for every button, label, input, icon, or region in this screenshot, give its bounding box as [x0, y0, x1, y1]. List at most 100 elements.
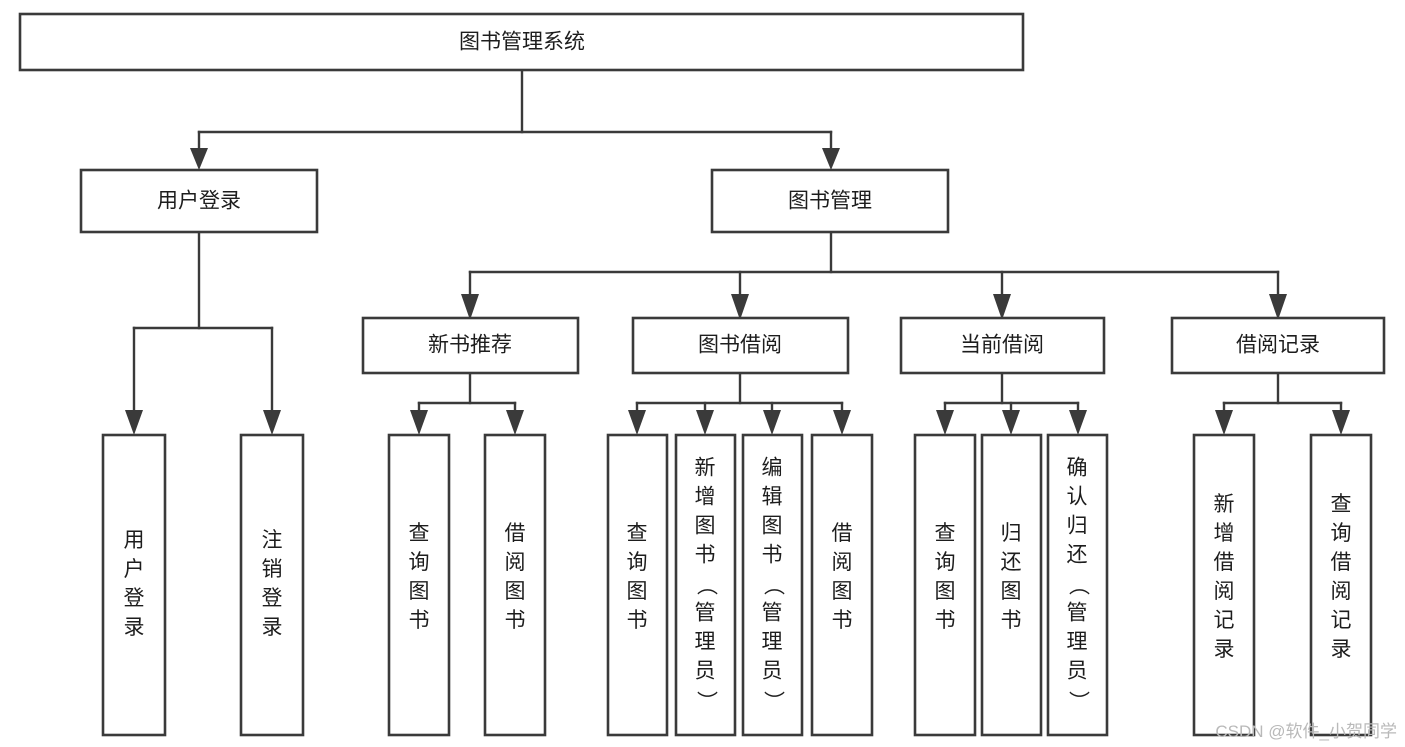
svg-text:（: （	[1066, 575, 1089, 596]
node-user-login-box[interactable]	[79, 168, 319, 234]
svg-text:书: 书	[762, 544, 783, 567]
svg-text:书: 书	[695, 544, 716, 567]
svg-text:图: 图	[695, 515, 716, 538]
leaf-box-borrow-book-2[interactable]	[810, 433, 874, 737]
svg-text:（: （	[694, 575, 717, 596]
node-book-borrow-label: 图书借阅	[698, 334, 782, 357]
svg-text:登: 登	[124, 587, 145, 610]
node-current-borrow-box[interactable]	[899, 316, 1106, 375]
arrow-to-book-borrow	[731, 294, 749, 320]
leaf-box-query-book-1[interactable]	[387, 433, 451, 737]
svg-text:询: 询	[409, 551, 430, 574]
connectors-group	[125, 68, 1350, 435]
leaf-box-user-login[interactable]	[101, 433, 167, 737]
leaf-box-query-borrow-record[interactable]	[1309, 433, 1373, 737]
svg-text:询: 询	[627, 551, 648, 574]
node-book-borrow-box[interactable]	[631, 316, 850, 375]
svg-text:注: 注	[262, 529, 283, 552]
node-new-book-recommend[interactable]: 新书推荐	[361, 316, 580, 375]
leaf-box-query-book-3[interactable]	[913, 433, 977, 737]
svg-text:理: 理	[762, 631, 783, 654]
arrow-borrow-leaf1	[628, 410, 646, 435]
svg-text:归: 归	[1001, 522, 1022, 545]
svg-text:借: 借	[1331, 551, 1352, 574]
leaf-box-confirm-return-admin[interactable]	[1046, 433, 1109, 737]
svg-text:图: 图	[1001, 580, 1022, 603]
leaf-box-edit-book-admin[interactable]	[741, 433, 804, 737]
node-borrow-record[interactable]: 借阅记录	[1170, 316, 1386, 375]
svg-text:借: 借	[832, 522, 853, 545]
svg-text:图: 图	[935, 580, 956, 603]
node-borrow-record-box[interactable]	[1170, 316, 1386, 375]
node-book-borrow[interactable]: 图书借阅	[631, 316, 850, 375]
svg-text:书: 书	[935, 609, 956, 632]
node-current-borrow-label: 当前借阅	[960, 334, 1044, 357]
arrow-borrow-leaf2	[696, 410, 714, 435]
svg-text:还: 还	[1067, 544, 1088, 567]
svg-text:辑: 辑	[762, 486, 783, 509]
node-new-book-recommend-box[interactable]	[361, 316, 580, 375]
leaf-box-query-book-2[interactable]	[606, 433, 669, 737]
arrow-borrow-leaf3	[763, 410, 781, 435]
arrow-to-borrow-record	[1269, 294, 1287, 320]
svg-text:确: 确	[1067, 457, 1088, 480]
svg-text:管: 管	[1067, 602, 1088, 625]
svg-text:借: 借	[1214, 551, 1235, 574]
svg-text:询: 询	[1331, 522, 1352, 545]
arrow-record-leaf1	[1215, 410, 1233, 435]
node-root-box[interactable]	[18, 12, 1025, 72]
node-current-borrow[interactable]: 当前借阅	[899, 316, 1106, 375]
leaf-node[interactable]: 用户登录	[101, 433, 167, 737]
svg-text:用: 用	[124, 529, 145, 552]
svg-text:书: 书	[409, 609, 430, 632]
svg-text:登: 登	[262, 587, 283, 610]
node-book-management-box[interactable]	[710, 168, 950, 234]
svg-text:归: 归	[1067, 515, 1088, 538]
leaf-label-user-login: 用户登录	[124, 529, 145, 639]
arrow-to-current-borrow	[993, 294, 1011, 320]
leaf-box-return-book[interactable]	[980, 433, 1043, 737]
leaf-box-borrow-book-1[interactable]	[483, 433, 547, 737]
leaf-box-add-borrow-record[interactable]	[1192, 433, 1256, 737]
node-borrow-record-label: 借阅记录	[1236, 334, 1320, 357]
svg-text:书: 书	[832, 609, 853, 632]
svg-text:增: 增	[695, 486, 716, 509]
svg-text:认: 认	[1067, 486, 1088, 509]
node-root-label: 图书管理系统	[459, 31, 585, 54]
leaf-box-logout[interactable]	[239, 433, 305, 737]
svg-text:新: 新	[695, 457, 716, 480]
svg-text:查: 查	[935, 522, 956, 545]
node-root[interactable]: 图书管理系统	[18, 12, 1025, 72]
svg-text:查: 查	[627, 522, 648, 545]
svg-text:理: 理	[695, 631, 716, 654]
arrow-record-leaf2	[1332, 410, 1350, 435]
svg-text:书: 书	[505, 609, 526, 632]
node-user-login[interactable]: 用户登录	[79, 168, 319, 234]
svg-text:录: 录	[262, 616, 283, 639]
node-book-management[interactable]: 图书管理	[710, 168, 950, 234]
arrow-current-leaf1	[936, 410, 954, 435]
svg-text:员: 员	[762, 660, 783, 683]
leaf-box-add-book-admin[interactable]	[674, 433, 737, 737]
